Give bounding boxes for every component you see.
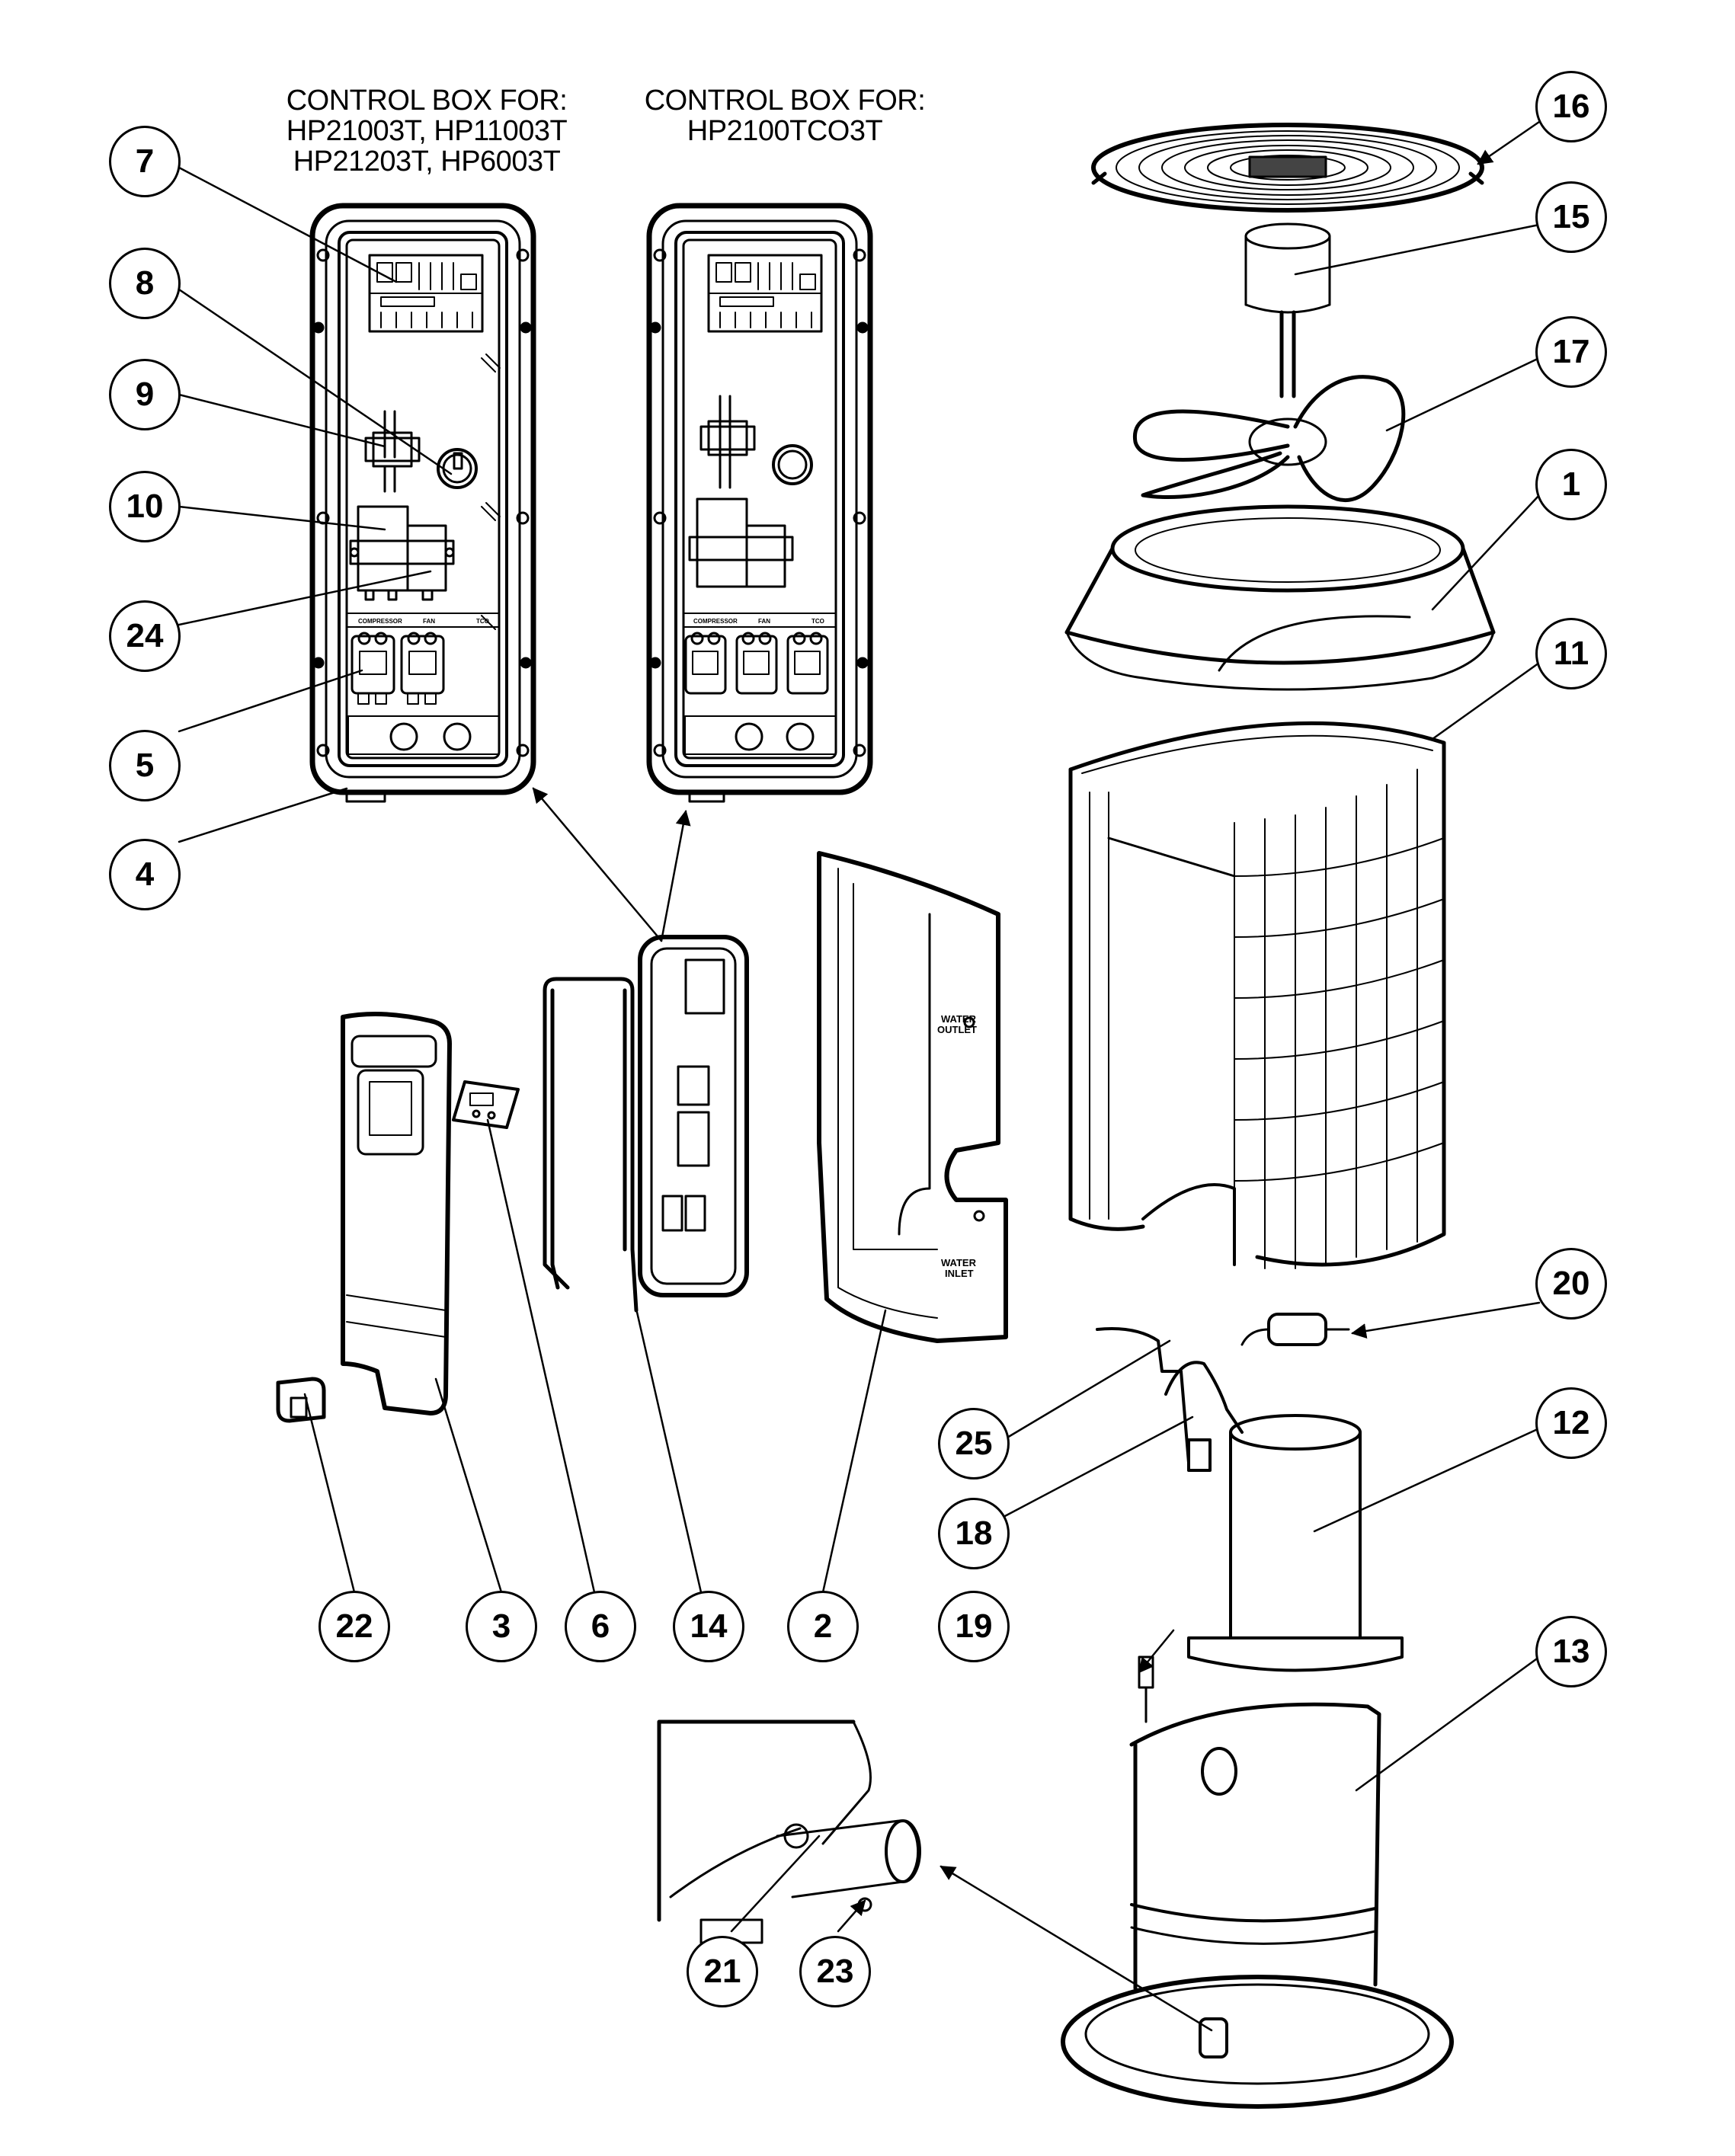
filter-drier — [1240, 1313, 1350, 1346]
gasket — [543, 977, 639, 1313]
front-panel — [341, 1012, 452, 1415]
header-line: CONTROL BOX FOR: — [286, 85, 568, 117]
callout-5: 5 — [109, 730, 181, 801]
callout-24: 24 — [109, 600, 181, 672]
callout-20: 20 — [1535, 1248, 1607, 1320]
callout-3: 3 — [466, 1591, 537, 1662]
compressor — [1187, 1414, 1404, 1672]
callout-9: 9 — [109, 359, 181, 430]
control-box-tco — [646, 203, 873, 803]
strip-label-tco-a: TCO — [476, 618, 489, 625]
control-board — [368, 254, 484, 333]
refrigerant-piping — [1096, 1327, 1244, 1472]
header-line: HP21203T, HP6003T — [293, 146, 561, 178]
water-inlet-label-line2: INLET — [945, 1268, 974, 1279]
callout-12: 12 — [1535, 1387, 1607, 1459]
cover-plug — [276, 1377, 326, 1423]
strip-label-compressor-a: COMPRESSOR — [358, 618, 402, 625]
callout-23: 23 — [799, 1936, 871, 2007]
capacitor — [349, 505, 455, 601]
fan-blade — [1133, 375, 1406, 503]
header-line: CONTROL BOX FOR: — [644, 85, 926, 117]
top-cover — [1064, 504, 1496, 691]
callout-21: 21 — [687, 1936, 758, 2007]
top-fan-guard — [1091, 123, 1484, 213]
leader-lines — [178, 120, 1541, 2032]
strip-label-tco-b: TCO — [811, 618, 824, 625]
temperature-sensor — [1138, 1655, 1154, 1723]
callout-15: 15 — [1535, 181, 1607, 253]
callout-8: 8 — [109, 248, 181, 319]
header-control-box-tco: CONTROL BOX FOR: HP2100TCO3T — [617, 85, 952, 146]
callout-19: 19 — [938, 1591, 1010, 1662]
water-manifold-inset — [657, 1719, 921, 1944]
control-box-small — [638, 935, 749, 1297]
callout-4: 4 — [109, 839, 181, 910]
keypad-display — [452, 1080, 520, 1129]
header-control-box-standard: CONTROL BOX FOR: HP21003T, HP11003T HP21… — [259, 85, 594, 177]
callout-17: 17 — [1535, 316, 1607, 388]
strip-label-fan-a: FAN — [423, 618, 435, 625]
water-outlet-label-line1: WATER — [941, 1013, 977, 1025]
control-box-standard — [309, 203, 536, 803]
strip-label-fan-b: FAN — [758, 618, 770, 625]
callout-25: 25 — [938, 1408, 1010, 1479]
callout-14: 14 — [673, 1591, 744, 1662]
callout-1: 1 — [1535, 449, 1607, 520]
evaporator-coil — [1068, 721, 1446, 1269]
callout-22: 22 — [319, 1591, 390, 1662]
callout-10: 10 — [109, 471, 181, 542]
base-pan-assembly — [1061, 1702, 1454, 2109]
header-line: HP2100TCO3T — [687, 115, 883, 147]
callout-13: 13 — [1535, 1616, 1607, 1687]
fan-motor — [1244, 222, 1331, 398]
water-inlet-label-line1: WATER — [941, 1257, 977, 1268]
contactors — [351, 632, 445, 705]
service-panel — [817, 851, 1008, 1343]
callout-18: 18 — [938, 1498, 1010, 1569]
contactor-label-strip — [346, 613, 500, 628]
strip-label-compressor-b: COMPRESSOR — [693, 618, 738, 625]
callout-16: 16 — [1535, 71, 1607, 142]
mounting-screws — [312, 248, 532, 757]
callout-7: 7 — [109, 126, 181, 197]
callout-2: 2 — [787, 1591, 859, 1662]
header-line: HP21003T, HP11003T — [286, 115, 568, 147]
callout-6: 6 — [565, 1591, 636, 1662]
transformer — [364, 410, 421, 493]
water-outlet-label-line2: OUTLET — [937, 1024, 977, 1035]
callout-11: 11 — [1535, 618, 1607, 689]
